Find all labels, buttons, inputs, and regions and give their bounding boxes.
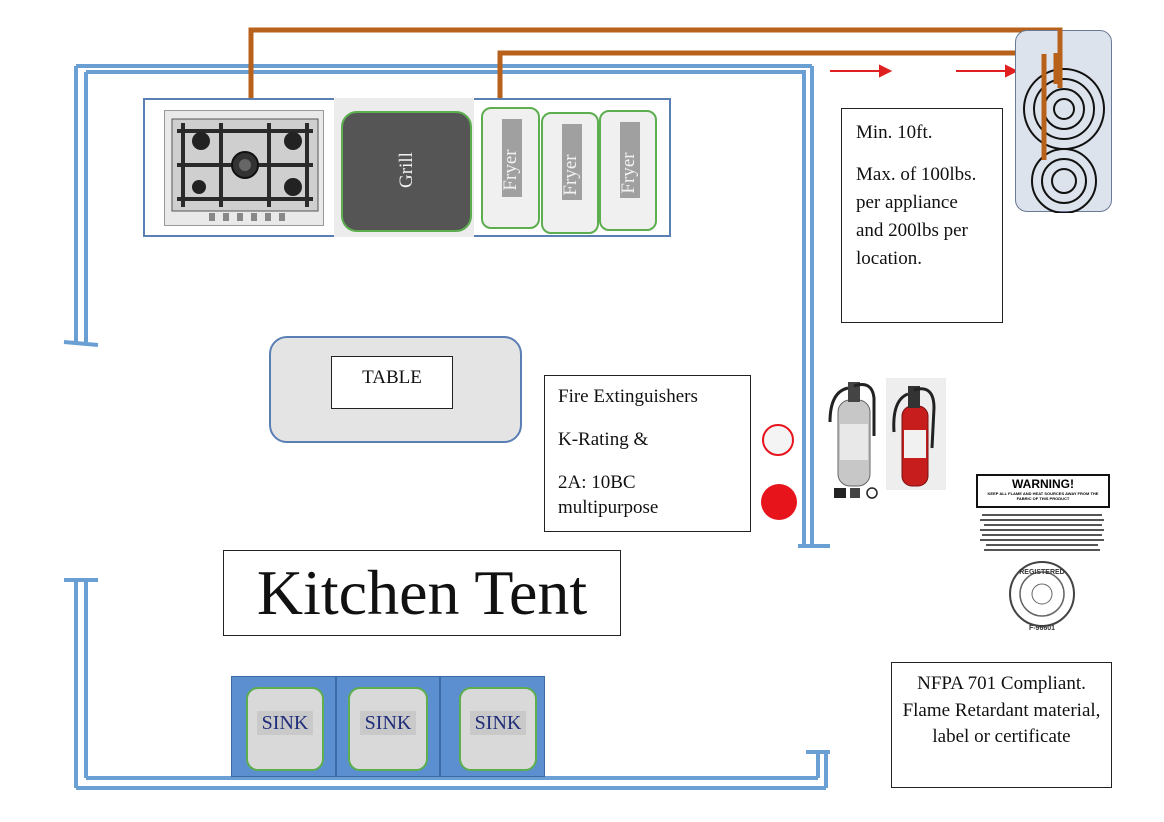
page-title: Kitchen Tent [256, 557, 588, 628]
warning-label-heading: WARNING! [1012, 477, 1074, 491]
fryer-1: Fryer [481, 107, 540, 229]
propane-appliance [1015, 30, 1112, 214]
propane-note-max-weight: Max. of 100lbs. per appliance and 200lbs… [856, 164, 977, 269]
fryer-1-plate [502, 119, 522, 197]
coil-burner-icon [1023, 68, 1105, 214]
fire-extinguisher-note: Fire Extinguishers K-Rating & 2A: 10BC m… [544, 375, 751, 532]
sink-bay-2: SINK [336, 676, 440, 777]
sink-label-3: SINK [470, 711, 526, 735]
warning-label-header: WARNING! KEEP ALL FLAME AND HEAT SOURCES… [976, 474, 1110, 508]
gas-cooktop [164, 110, 324, 226]
sink-basin-1: SINK [246, 687, 324, 771]
fryer-2-plate [562, 124, 582, 200]
abc-extinguisher-icon [892, 386, 936, 487]
nfpa-note-text: NFPA 701 Compliant. Flame Retardant mate… [902, 673, 1101, 747]
kitchen-tent-title-box: Kitchen Tent [223, 550, 621, 636]
table-label-box: TABLE [331, 356, 453, 409]
sink-bay-3: SINK [440, 676, 545, 777]
sink-label-1: SINK [257, 711, 313, 735]
fryer-1-label: Fryer [500, 149, 521, 191]
seal-number: F-96601 [1029, 625, 1055, 632]
flame-retardant-warning-label: WARNING! KEEP ALL FLAME AND HEAT SOURCES… [972, 472, 1112, 634]
sink-basin-3: SINK [459, 687, 537, 771]
fryer-3-plate [620, 122, 640, 198]
registered-seal-icon: REGISTERED F-96601 [1009, 561, 1075, 632]
tent-wall-bottom [64, 578, 830, 790]
sink-basin-2: SINK [348, 687, 428, 771]
tent-wall-top [63, 64, 830, 548]
warning-label-subheading: KEEP ALL FLAME AND HEAT SOURCES AWAY FRO… [987, 491, 1099, 501]
extinguisher-note-2a-rating: 2A: 10BC multipurpose [558, 472, 659, 518]
table-label: TABLE [362, 367, 422, 388]
extinguisher-note-title: Fire Extinguishers [558, 386, 698, 407]
sink-label-2: SINK [360, 711, 416, 735]
fryer-2: Fryer [541, 112, 599, 234]
abc-extinguisher-image [886, 378, 946, 490]
k-extinguisher-icon [828, 382, 878, 499]
propane-note-min-distance: Min. 10ft. [856, 122, 933, 143]
propane-distance-note: Min. 10ft. Max. of 100lbs. per appliance… [841, 108, 1003, 323]
sink-bay-1: SINK [231, 676, 336, 777]
k-class-extinguisher-image [824, 376, 882, 501]
grill-label: Grill [396, 152, 417, 188]
grill: Grill [341, 111, 472, 232]
fryer-3-label: Fryer [618, 152, 639, 194]
fryer-2-label: Fryer [560, 154, 581, 196]
seal-text: REGISTERED [1019, 569, 1065, 576]
burner-grate-icon [171, 118, 319, 221]
extinguisher-note-k-rating: K-Rating & [558, 429, 649, 450]
extinguisher-marker-k-rating [762, 424, 794, 456]
nfpa-701-note: NFPA 701 Compliant. Flame Retardant mate… [891, 662, 1112, 788]
warning-label-body: REGISTERED F-96601 [980, 514, 1104, 632]
fryer-3: Fryer [599, 110, 657, 231]
distance-arrow [830, 64, 1019, 78]
extinguisher-marker-2a [761, 484, 797, 520]
